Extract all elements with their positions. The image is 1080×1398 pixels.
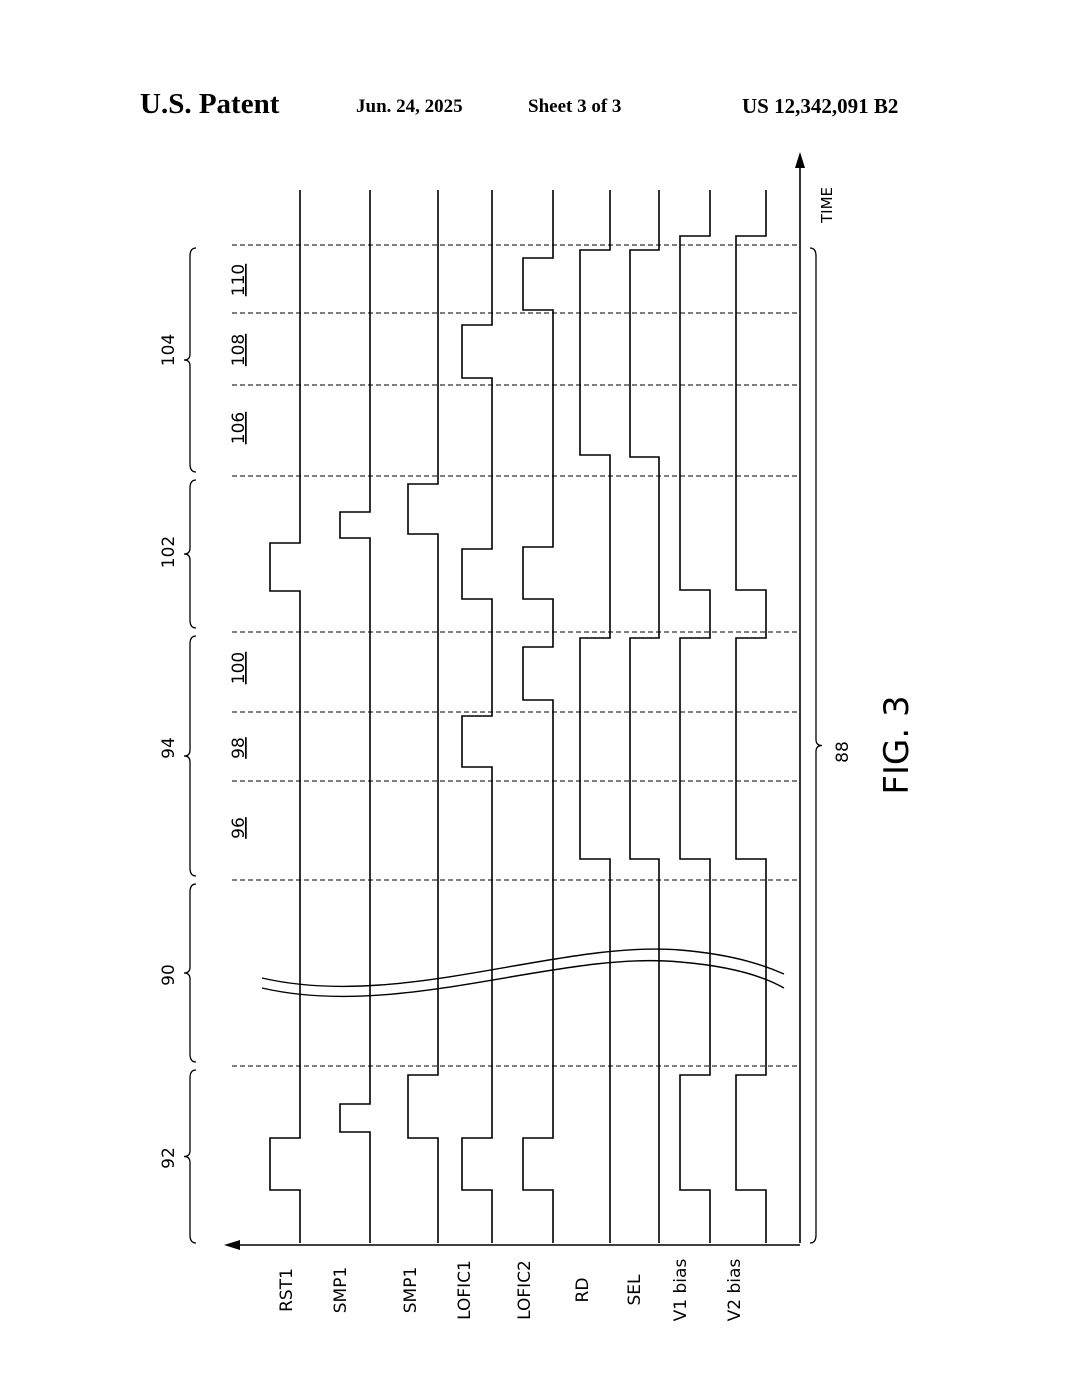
waveform-4 (461, 190, 493, 1243)
phase-boundary-lines (232, 244, 800, 1067)
signal-label-4: LOFIC1 (455, 1260, 475, 1320)
signal-label-9: V2 bias (725, 1259, 745, 1322)
diagram-labels: RST1 SMP1 SMP1 LOFIC1 LOFIC2 RD SEL V1 bias V2 b… (159, 187, 917, 1321)
figure-label: FIG. 3 (877, 695, 917, 794)
sub-ref-96: 96 (229, 817, 249, 839)
header-patent-number: US 12,342,091 B2 (742, 94, 899, 118)
signal-arrow-icon (224, 1240, 240, 1250)
sub-ref-100: 100 (229, 652, 249, 684)
brace-92 (183, 1069, 197, 1244)
phase-braces (183, 247, 823, 1244)
brace-102 (183, 479, 197, 629)
waveform-3 (407, 190, 439, 1243)
phase-ref-94: 94 (159, 737, 179, 759)
sub-ref-110: 110 (229, 264, 249, 296)
header-title: U.S. Patent (140, 88, 280, 120)
sub-ref-106: 106 (229, 412, 249, 444)
time-label: TIME (818, 187, 836, 224)
brace-94 (183, 635, 197, 877)
phase-ref-92: 92 (159, 1147, 179, 1169)
sub-ref-108: 108 (229, 334, 249, 366)
overall-ref-88: 88 (833, 741, 853, 763)
header-date: Jun. 24, 2025 (356, 96, 463, 117)
waveform-1 (269, 190, 301, 1243)
signal-label-3: SMP1 (401, 1267, 421, 1314)
brace-104 (183, 247, 197, 473)
waveform-9 (735, 190, 767, 1243)
phase-ref-104: 104 (159, 334, 179, 366)
signal-label-5: LOFIC2 (515, 1260, 535, 1320)
waveform-8 (679, 190, 711, 1243)
break-line-upper (261, 948, 785, 988)
sub-ref-98: 98 (229, 737, 249, 759)
signal-label-6: RD (573, 1278, 593, 1303)
time-break-mark (261, 948, 785, 998)
waveform-6 (579, 190, 611, 1243)
header-sheet: Sheet 3 of 3 (528, 96, 622, 117)
waveform-2 (339, 190, 371, 1243)
signal-label-8: V1 bias (671, 1259, 691, 1322)
phase-ref-90: 90 (159, 964, 179, 986)
signal-label-7: SEL (625, 1274, 645, 1306)
break-line-lower (261, 959, 785, 998)
waveform-5 (522, 190, 554, 1243)
time-axis (224, 152, 805, 1250)
time-arrow-icon (795, 152, 805, 168)
brace-90 (183, 883, 197, 1063)
phase-ref-102: 102 (159, 536, 179, 568)
waveform-7 (629, 190, 660, 1243)
signal-waveforms (269, 190, 767, 1243)
break-gap (270, 982, 271, 983)
signal-label-1: RST1 (277, 1268, 297, 1312)
brace-88 (809, 247, 823, 1244)
signal-label-2: SMP1 (331, 1267, 351, 1314)
